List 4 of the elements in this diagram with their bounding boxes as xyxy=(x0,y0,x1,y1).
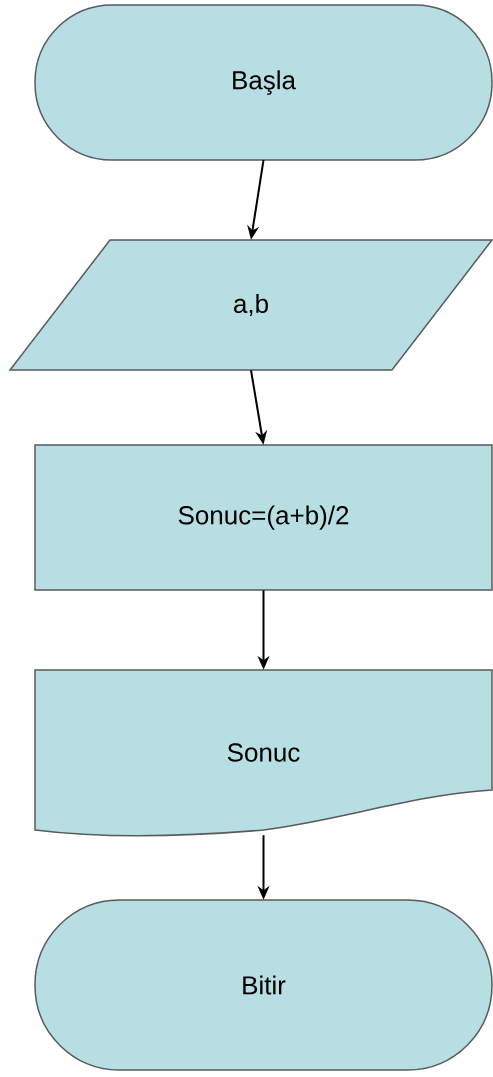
output-document: Sonuc xyxy=(34,669,493,837)
process-box: Sonuc=(a+b)/2 xyxy=(34,444,493,591)
end-terminal: Bitir xyxy=(34,899,493,1071)
start-terminal: Başla xyxy=(34,4,493,161)
